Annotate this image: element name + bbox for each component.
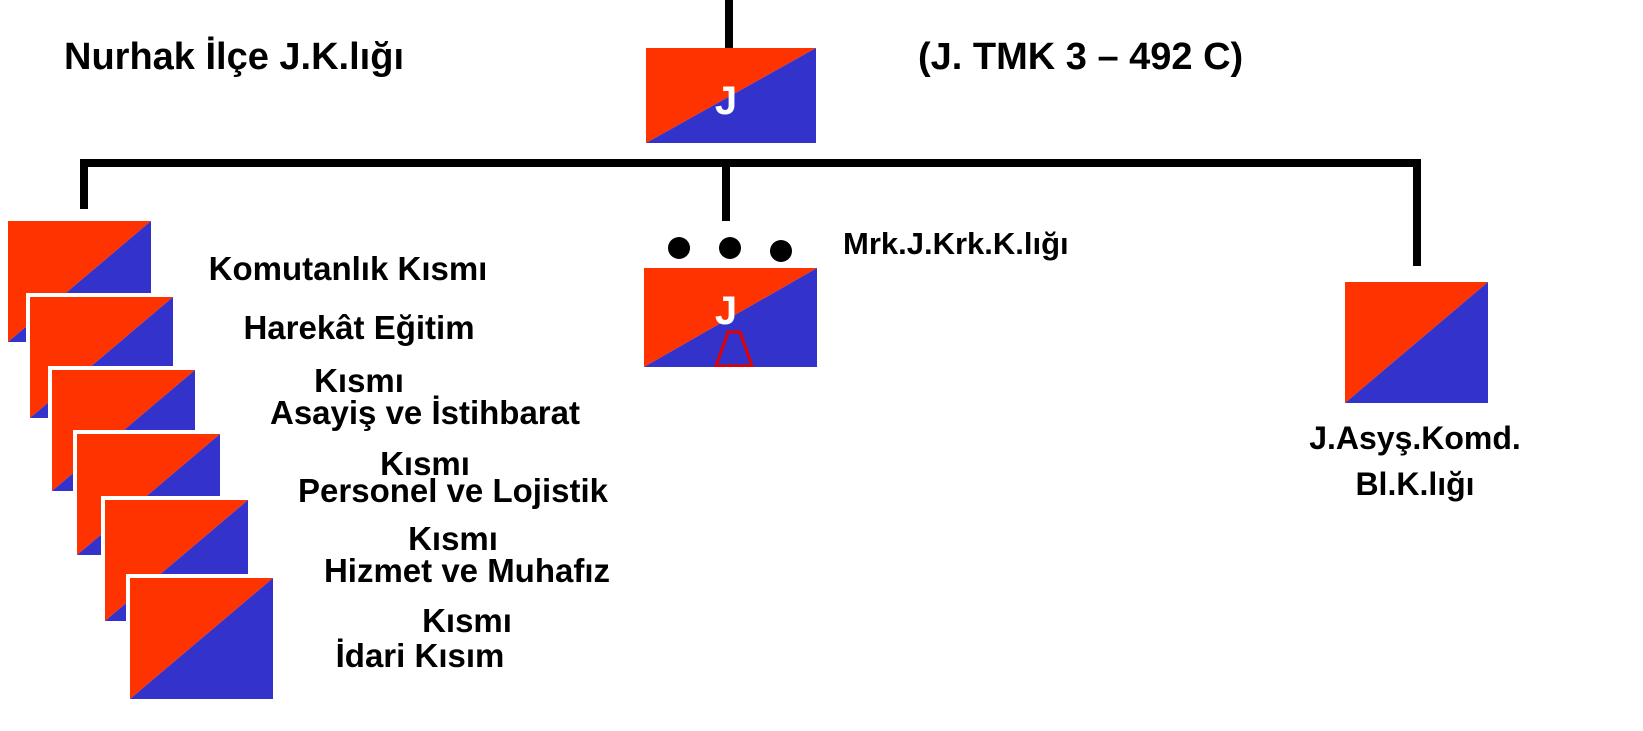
dot-2 — [719, 237, 741, 259]
section-label-line1: Harekât Eğitim — [243, 309, 475, 346]
section-label-line1: Komutanlık Kısmı — [208, 250, 488, 287]
unit-title: Nurhak İlçe J.K.lığı — [64, 36, 404, 78]
section-flag-symbol — [126, 574, 273, 699]
dot-3 — [770, 240, 792, 262]
unit-code: (J. TMK 3 – 492 C) — [918, 36, 1244, 78]
battalion-label-line1: J.Asyş.Komd. — [1309, 420, 1521, 456]
battalion-flag-symbol — [1345, 282, 1488, 403]
battalion-label-line2: Bl.K.lığı — [1355, 466, 1475, 502]
left-drop-line — [80, 159, 88, 209]
section-label-line1: Asayiş ve İstihbarat — [270, 394, 580, 431]
section-label-line1: Personel ve Lojistik — [298, 472, 608, 509]
hq-stem-line — [725, 0, 733, 48]
center-unit-label: Mrk.J.Krk.K.lığı — [843, 226, 1069, 261]
section-label-line2: Kısmı — [422, 602, 512, 639]
section-label-line2: Kısmı — [314, 362, 404, 399]
section-label-line2: Kısmı — [408, 520, 498, 557]
section-label-line1: İdari Kısım — [335, 637, 505, 674]
center-unit-flag-symbol: J — [644, 268, 817, 367]
center-drop-line — [722, 159, 730, 221]
hq-flag-symbol: J — [646, 48, 816, 143]
hq-flag-letter: J — [715, 79, 737, 123]
dot-1 — [668, 237, 690, 259]
section-label-line2: Kısmı — [380, 445, 470, 482]
center-flag-letter: J — [715, 289, 737, 333]
horizontal-bus-line — [80, 159, 1421, 167]
right-drop-line — [1413, 159, 1421, 266]
section-label-line1: Hizmet ve Muhafız — [323, 552, 611, 589]
